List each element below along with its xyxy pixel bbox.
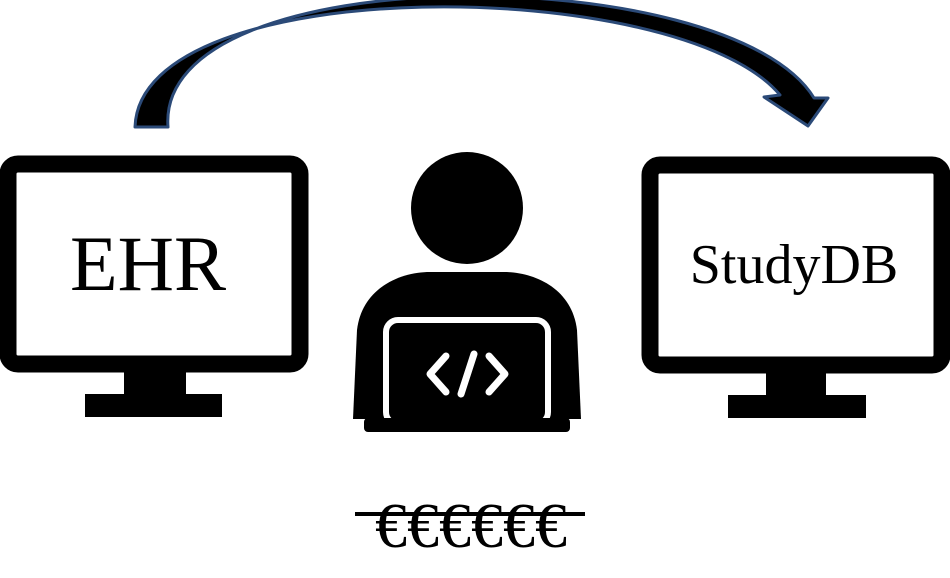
code-symbol-icon bbox=[426, 350, 509, 398]
monitor-icon bbox=[641, 156, 950, 418]
studydb-label: StudyDB bbox=[690, 234, 899, 296]
ehr-monitor: EHR bbox=[0, 155, 309, 417]
cost-label-group: €€€€€€ bbox=[355, 490, 585, 561]
ehr-label: EHR bbox=[70, 220, 226, 307]
studydb-monitor: StudyDB bbox=[641, 156, 950, 418]
laptop-base bbox=[364, 418, 570, 432]
monitor-icon bbox=[0, 155, 309, 417]
developer-laptop-icon bbox=[353, 152, 581, 432]
curved-arrow-icon bbox=[133, 0, 830, 129]
person-head bbox=[411, 152, 523, 264]
cost-label: €€€€€€ bbox=[375, 490, 567, 561]
